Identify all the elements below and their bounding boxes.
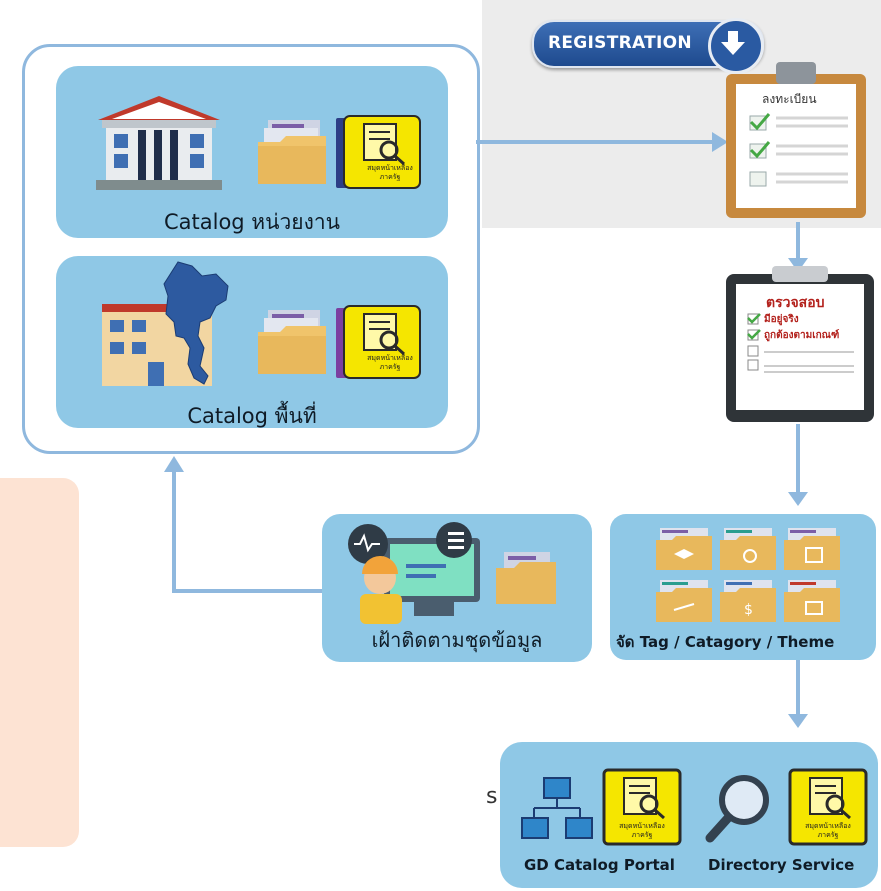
connector-tagging-to-output xyxy=(796,660,800,718)
check-clipboard-icon xyxy=(726,266,874,422)
area-sticker-label: สมุดหน้าเหลือง ภาครัฐ xyxy=(367,354,413,371)
download-circle-icon xyxy=(708,18,764,74)
arrow-head-right-icon xyxy=(712,132,728,152)
folder-icon xyxy=(496,552,556,604)
yellow-pages-book-icon xyxy=(602,768,682,846)
connector-monitor-to-catalog xyxy=(172,589,322,593)
registration-badge-label: REGISTRATION xyxy=(548,33,692,53)
connector-check-to-tagging xyxy=(796,424,800,498)
yellow-pages-book-icon xyxy=(336,305,421,379)
registration-clipboard-title: ลงทะเบียน xyxy=(762,92,817,106)
catalog-area-card: สมุดหน้าเหลือง ภาครัฐ Catalog พื้นที่ xyxy=(56,256,448,428)
connector-monitor-to-catalog-vertical xyxy=(172,470,176,593)
catalog-area-label: Catalog พื้นที่ xyxy=(187,404,317,428)
check-item-exists: มีอยู่จริง xyxy=(764,314,799,325)
registration-clipboard-icon xyxy=(726,62,866,218)
gd-catalog-portal-label: GD Catalog Portal xyxy=(524,856,675,874)
folder-icon xyxy=(258,120,326,184)
connector-catalog-to-registration xyxy=(476,140,716,144)
svg-text:$: $ xyxy=(744,602,753,618)
monitor-label: เฝ้าติดตามชุดข้อมูล xyxy=(371,628,543,652)
registration-badge: REGISTRATION xyxy=(532,18,764,74)
yellow-pages-book-icon xyxy=(336,115,421,189)
side-panel xyxy=(0,478,79,847)
tagging-label: จัด Tag / Catagory / Theme xyxy=(616,633,835,651)
category-folders-icon: $ xyxy=(656,528,840,622)
portal-sticker-label: สมุดหน้าเหลือง ภาครัฐ xyxy=(619,822,665,839)
catalog-agency-label: Catalog หน่วยงาน xyxy=(163,210,341,234)
check-title: ตรวจสอบ xyxy=(766,295,825,311)
monitoring-worker-icon xyxy=(348,522,480,624)
connector-registration-to-check xyxy=(796,222,800,264)
arrow-head-down-icon xyxy=(788,714,808,728)
school-thailand-map-icon xyxy=(102,261,229,386)
folder-icon xyxy=(258,310,326,374)
network-computers-icon xyxy=(521,777,593,839)
yellow-pages-book-icon xyxy=(788,768,868,846)
arrow-head-down-icon xyxy=(788,258,808,272)
check-item-criteria: ถูกต้องตามเกณฑ์ xyxy=(764,330,840,341)
agency-sticker-label: สมุดหน้าเหลือง ภาครัฐ xyxy=(367,164,413,181)
directory-service-label: Directory Service xyxy=(708,856,855,874)
arrow-head-up-icon xyxy=(164,456,184,472)
partial-text: s xyxy=(486,784,498,809)
catalog-agency-card: สมุดหน้าเหลือง ภาครัฐ Catalog หน่วยงาน xyxy=(56,66,448,238)
arrow-head-down-icon xyxy=(788,492,808,506)
government-building-icon xyxy=(96,96,222,190)
directory-sticker-label: สมุดหน้าเหลือง ภาครัฐ xyxy=(805,822,851,839)
magnifier-icon xyxy=(705,775,769,843)
